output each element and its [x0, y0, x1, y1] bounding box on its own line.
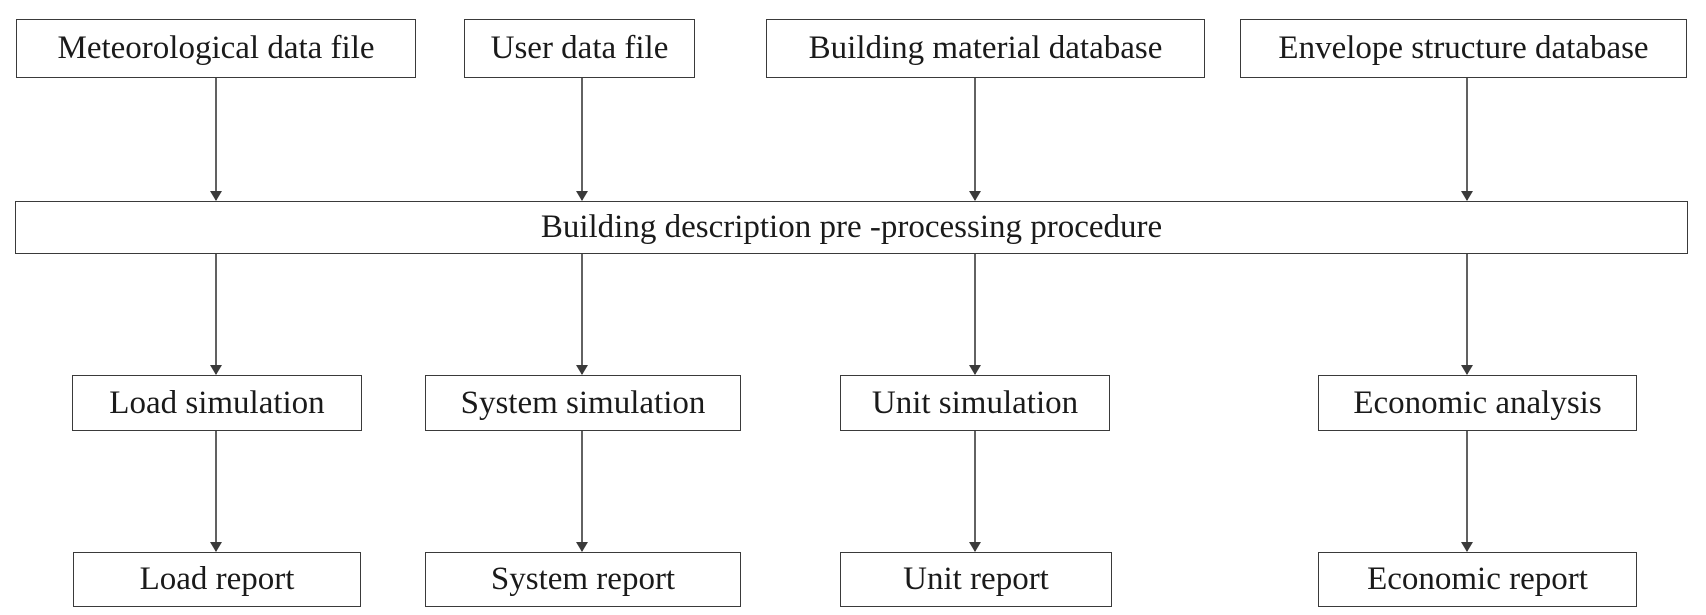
- building-material-database-label: Building material database: [808, 30, 1163, 66]
- envelope-structure-database-label: Envelope structure database: [1278, 30, 1649, 66]
- system-simulation-box: System simulation: [425, 375, 741, 431]
- user-data-file-label: User data file: [490, 30, 669, 66]
- load-simulation-box: Load simulation: [72, 375, 362, 431]
- building-material-database-box: Building material database: [766, 19, 1205, 78]
- economic-report-box: Economic report: [1318, 552, 1637, 607]
- economic-analysis-box: Economic analysis: [1318, 375, 1637, 431]
- system-report-box: System report: [425, 552, 741, 607]
- unit-simulation-label: Unit simulation: [871, 384, 1079, 421]
- meteorological-data-file-label: Meteorological data file: [57, 30, 375, 66]
- preprocessing-procedure-box: Building description pre -processing pro…: [15, 201, 1688, 254]
- unit-simulation-box: Unit simulation: [840, 375, 1110, 431]
- user-data-file-box: User data file: [464, 19, 695, 78]
- load-report-label: Load report: [139, 561, 295, 597]
- meteorological-data-file-box: Meteorological data file: [16, 19, 416, 78]
- system-simulation-label: System simulation: [460, 384, 706, 421]
- load-simulation-label: Load simulation: [109, 384, 325, 421]
- unit-report-label: Unit report: [903, 561, 1049, 597]
- economic-analysis-label: Economic analysis: [1353, 384, 1602, 421]
- system-report-label: System report: [490, 561, 676, 597]
- unit-report-box: Unit report: [840, 552, 1112, 607]
- preprocessing-procedure-label: Building description pre -processing pro…: [540, 209, 1163, 245]
- load-report-box: Load report: [73, 552, 361, 607]
- economic-report-label: Economic report: [1367, 561, 1588, 597]
- envelope-structure-database-box: Envelope structure database: [1240, 19, 1687, 78]
